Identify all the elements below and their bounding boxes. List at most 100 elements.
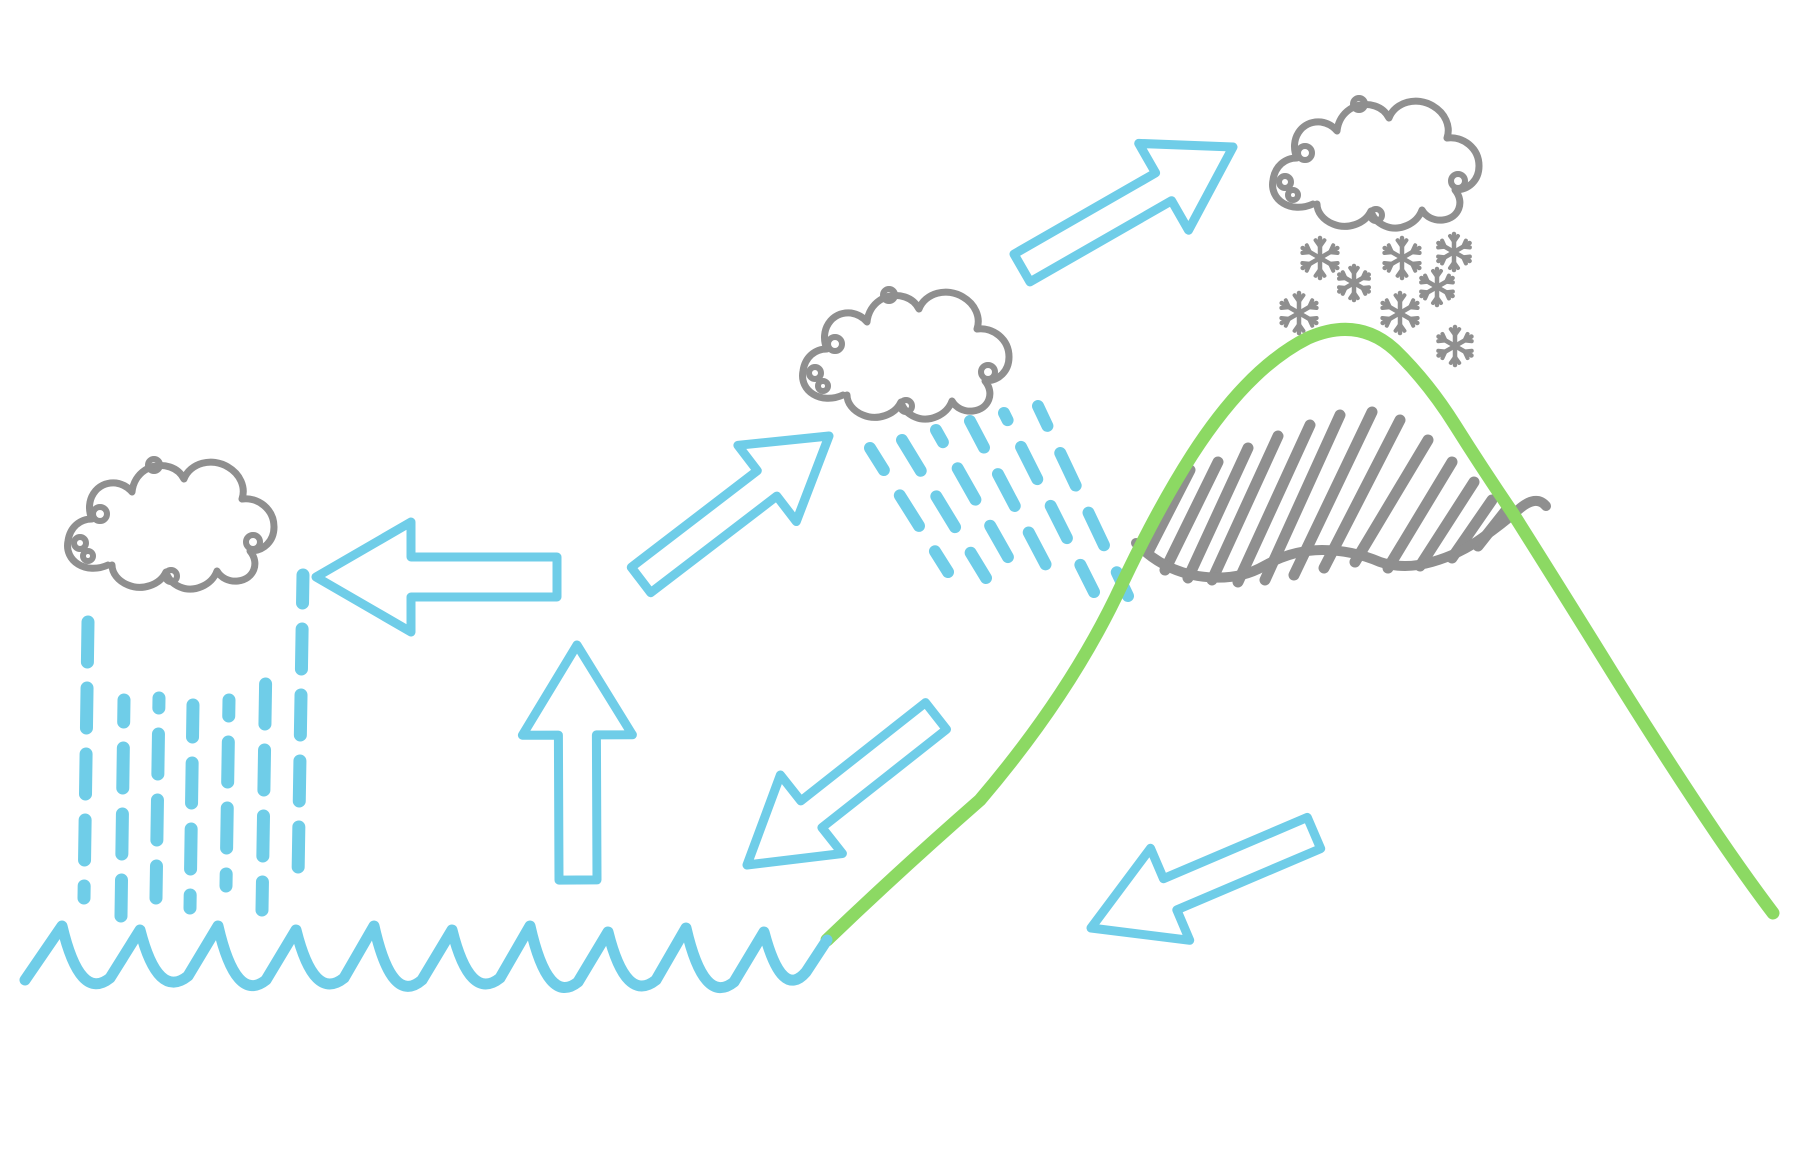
rain-streak [998, 407, 1100, 598]
snowflake-branch [1337, 285, 1348, 290]
cloud-curl [978, 362, 998, 382]
arrow-up [517, 640, 637, 885]
snowflake-branch [1328, 250, 1340, 255]
cloud-curl [1276, 173, 1294, 191]
snowflake-branch [1436, 348, 1448, 354]
hatch-stroke [1349, 434, 1434, 568]
snowflake-branch [1448, 354, 1458, 365]
snowflake-branch [1444, 279, 1455, 285]
cloud-curl [1367, 206, 1385, 224]
hatch-stroke [1318, 414, 1406, 574]
arrow-up-right-middle [626, 431, 834, 598]
snowflake-branch [1304, 243, 1312, 255]
snowflake-icon [1436, 231, 1472, 273]
cloud-curl [806, 364, 824, 382]
snowflake-branch [1462, 338, 1474, 344]
snowflake-branch [1395, 267, 1405, 278]
cloud-curl [825, 334, 845, 354]
arrow-down-left-bottom [1086, 812, 1326, 945]
rain-left-group [77, 568, 310, 923]
hatch-stroke [1206, 430, 1284, 586]
snowflake-branch [1307, 316, 1315, 328]
snowflake-branch [1348, 290, 1357, 301]
snowflake-branch [1296, 293, 1306, 304]
snowflake-branch [1451, 233, 1460, 244]
rain-column [114, 693, 131, 923]
snow-line [1131, 495, 1551, 583]
snowflake-branch [1410, 250, 1422, 255]
snowflake-branch [1386, 243, 1394, 255]
snowflake-branch [1448, 260, 1457, 271]
snowflake-icon [1380, 290, 1420, 336]
snowflake-branch [1279, 316, 1291, 321]
rain-streak [930, 424, 1028, 588]
rain-column [77, 615, 95, 905]
snowflake-branch [1452, 327, 1462, 338]
water-surface [19, 920, 833, 994]
snowcap-hatching [1142, 406, 1514, 588]
mountain-ridge [820, 322, 1780, 947]
snowflake-branch [1408, 305, 1420, 310]
cloud-curl [243, 532, 263, 552]
snowflake-icon [1419, 266, 1455, 308]
cloud-curl [1448, 171, 1468, 191]
rain-streak [896, 434, 992, 584]
cloud-curl [1285, 187, 1301, 203]
rain-column [219, 693, 236, 893]
snowflake-branch [1292, 322, 1302, 333]
snowflake-branch [1436, 254, 1447, 260]
snowflake-branch [1380, 316, 1392, 321]
snowflake-branch [1440, 331, 1448, 343]
rain-cloud-middle [799, 286, 1013, 423]
snowflake-branch [1317, 238, 1327, 249]
snowflake-icon [1337, 263, 1371, 303]
rain-middle-group [864, 400, 1134, 602]
snowflake-icon [1279, 290, 1319, 336]
snowflake-branch [1307, 305, 1319, 310]
snowflake-branch [1408, 316, 1416, 328]
rain-column [149, 691, 166, 905]
snowflake-branch [1410, 261, 1418, 273]
hatch-stroke [1259, 409, 1346, 586]
hatch-stroke [1382, 456, 1458, 574]
clouds-group [64, 95, 1483, 593]
rain-streak [864, 442, 954, 578]
cloud-curl [90, 504, 110, 524]
snowflake-branch [1360, 276, 1371, 281]
rain-streak [964, 415, 1064, 594]
snowflake-branch [1461, 255, 1468, 266]
snowflake-branch [1434, 268, 1443, 279]
snow-cloud [1269, 95, 1483, 232]
snowflake-branch [1440, 238, 1447, 249]
cloud-curl [80, 548, 96, 564]
arrow-up-right-top [1009, 138, 1238, 287]
cloud-curl [71, 534, 89, 552]
rain-column [183, 698, 200, 915]
snowflake-branch [1461, 244, 1472, 250]
snowflake-branch [1283, 298, 1291, 310]
snowflake-branch [1397, 293, 1407, 304]
snowfall-group [1279, 231, 1474, 368]
hatch-stroke [1414, 476, 1480, 572]
flow-arrows [311, 138, 1326, 945]
snowflake-branch [1313, 267, 1323, 278]
hatch-stroke [1182, 442, 1254, 584]
rain-cloud-left [64, 456, 278, 593]
rain-column [255, 651, 273, 917]
snowflake-branch [1382, 261, 1394, 266]
arrow-down-left-slope [742, 698, 951, 870]
snowflake-branch [1328, 261, 1336, 273]
snowflake-icon [1382, 235, 1422, 281]
snowflake-branch [1393, 322, 1403, 333]
snowflake-branch [1462, 349, 1470, 361]
snowflake-icon [1300, 235, 1340, 281]
snowflake-branch [1399, 238, 1409, 249]
snowflake-branch [1423, 273, 1430, 284]
rain-column [291, 568, 310, 885]
cloud-curl [897, 397, 915, 415]
snowflake-branch [1431, 295, 1440, 306]
snowflake-branch [1340, 270, 1348, 281]
hatch-stroke [1159, 456, 1224, 576]
snowflake-branch [1300, 261, 1312, 266]
